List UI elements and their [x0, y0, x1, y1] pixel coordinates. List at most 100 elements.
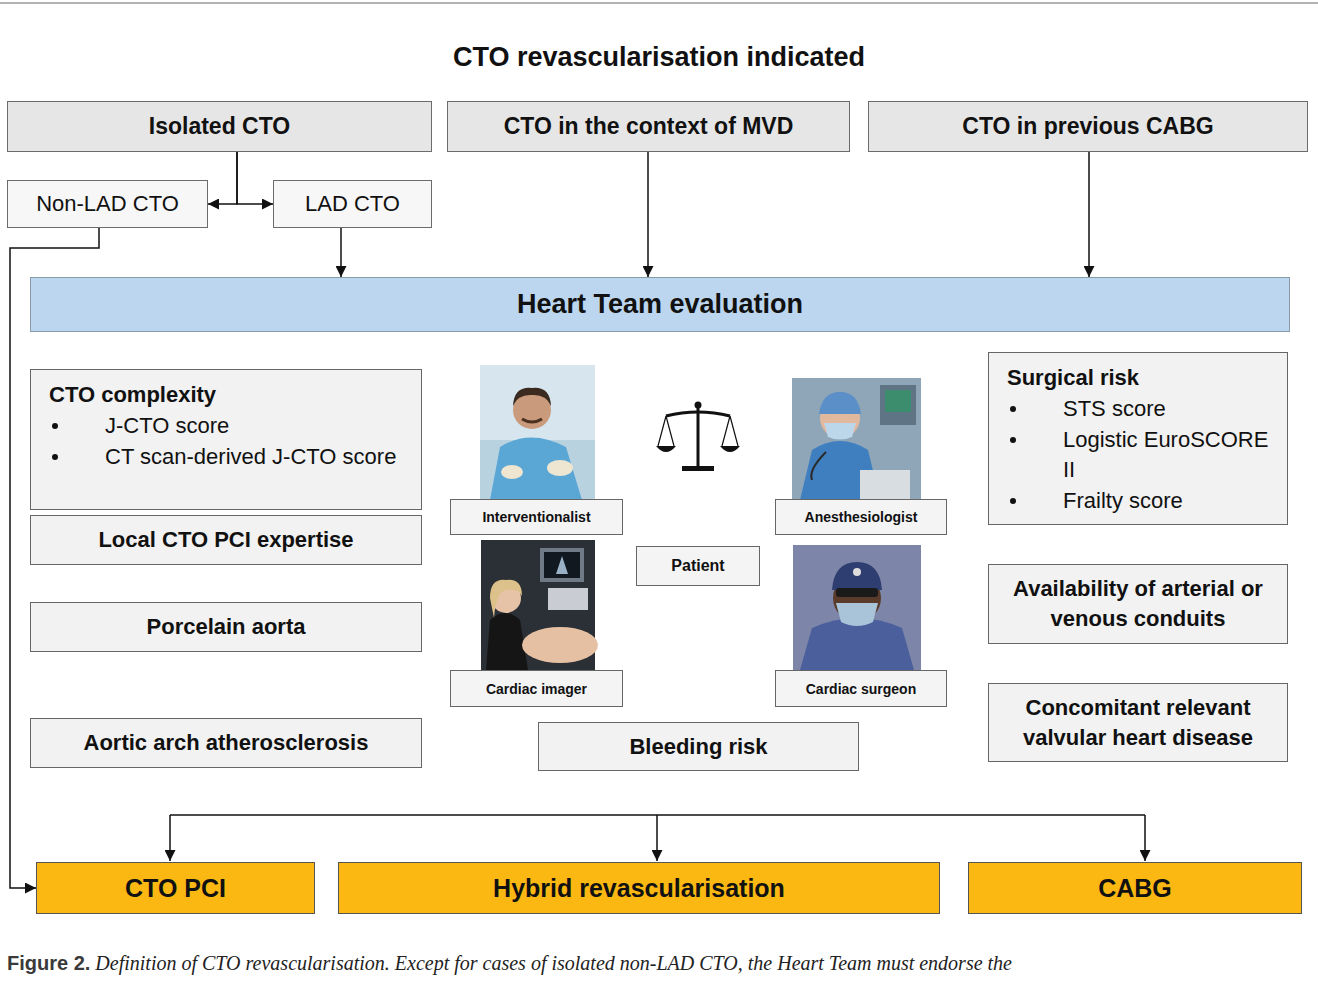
figure-title: CTO revascularisation indicated: [0, 42, 1318, 73]
flow-arrow: [10, 228, 99, 888]
subtype-box: Non-LAD CTO: [7, 180, 208, 228]
cardiac-imager-photo: [481, 540, 598, 670]
role-label: Anesthesiologist: [775, 499, 947, 535]
role-label: Patient: [636, 546, 760, 586]
scale-knob: [695, 402, 702, 409]
factor-box: Surgical riskSTS scoreLogistic EuroSCORE…: [988, 352, 1288, 525]
headlight: [853, 568, 861, 576]
scale-pan: [656, 446, 676, 452]
heart-team-band: Heart Team evaluation: [30, 277, 1290, 332]
role-label: Cardiac surgeon: [775, 670, 947, 707]
bullet-dot: [1010, 406, 1016, 412]
box-text: Porcelain aorta: [147, 612, 306, 642]
bullet-text: Logistic EuroSCORE II: [1063, 425, 1287, 487]
glove: [547, 460, 573, 476]
photo-background: [480, 365, 595, 500]
box-text: Hybrid revascularisation: [493, 874, 785, 903]
echo-image: [556, 556, 568, 574]
cap: [832, 562, 882, 590]
bullet-dot: [1010, 498, 1016, 504]
photo-background: [793, 545, 921, 670]
bullet-row: J-CTO score: [31, 411, 421, 442]
factor-box: Local CTO PCI expertise: [30, 515, 422, 565]
box-text: CTO in previous CABG: [962, 113, 1213, 140]
bracket-arrow: [656, 815, 658, 861]
scenario-box: CTO in previous CABG: [868, 101, 1308, 152]
photo-background: [792, 378, 921, 500]
scale-post: [697, 405, 700, 467]
bullet-dot: [52, 454, 58, 460]
bracket-arrow: [1144, 815, 1146, 861]
monitor: [880, 385, 916, 425]
echo-screen: [544, 552, 580, 578]
flow-arrow: [208, 152, 237, 204]
box-text: Bleeding risk: [629, 732, 767, 762]
subtype-box: LAD CTO: [273, 180, 432, 228]
patient: [522, 627, 598, 663]
factor-box: Availability of arterial or venous condu…: [988, 564, 1288, 644]
figure-caption: Figure 2. Definition of CTO revascularis…: [7, 950, 1315, 976]
box-text: CTO PCI: [125, 874, 226, 903]
caption-text: Definition of CTO revascularisation. Exc…: [90, 952, 1012, 974]
box-text: CTO in the context of MVD: [504, 113, 794, 140]
box-text: CABG: [1098, 874, 1172, 903]
scale-strings: [658, 416, 738, 446]
factor-box: Concomitant relevant valvular heart dise…: [988, 683, 1288, 762]
bullet-row: Logistic EuroSCORE II: [989, 425, 1287, 487]
flow-arrow: [647, 152, 649, 277]
box-text: Heart Team evaluation: [517, 289, 803, 320]
flow-arrow: [1088, 152, 1090, 277]
box-text: Concomitant relevant valvular heart dise…: [989, 693, 1287, 752]
monitor-screen: [885, 390, 911, 412]
box-text: Local CTO PCI expertise: [98, 525, 353, 555]
scenario-box: Isolated CTO: [7, 101, 432, 152]
box-heading: Surgical risk: [1007, 363, 1287, 394]
mask: [824, 423, 856, 440]
moustache: [522, 419, 542, 422]
factor-box: Aortic arch atherosclerosis: [30, 718, 422, 768]
loupes: [836, 588, 878, 597]
decision-bracket: [170, 815, 1145, 861]
scrubs: [490, 438, 582, 501]
scenario-box: CTO in the context of MVD: [447, 101, 850, 152]
flow-arrow: [340, 228, 342, 277]
bullet-text: J-CTO score: [105, 411, 421, 442]
bullet-dot: [52, 423, 58, 429]
box-text: Cardiac imager: [486, 681, 587, 697]
balance-scale-icon: [656, 402, 740, 472]
scale-base: [682, 466, 714, 471]
box-text: Aortic arch atherosclerosis: [84, 728, 369, 758]
box-text: Cardiac surgeon: [806, 681, 916, 697]
box-text: Availability of arterial or venous condu…: [989, 574, 1287, 633]
factor-box: Porcelain aorta: [30, 602, 422, 652]
role-label: Cardiac imager: [450, 670, 623, 707]
hair: [513, 388, 551, 406]
stethoscope: [811, 452, 826, 480]
outcome-box: CTO PCI: [36, 862, 315, 914]
bullet-row: STS score: [989, 394, 1287, 425]
scale-beam: [666, 412, 730, 416]
outcome-box: CABG: [968, 862, 1302, 914]
outcome-box: Hybrid revascularisation: [338, 862, 940, 914]
bullet-text: STS score: [1063, 394, 1287, 425]
box-text: Interventionalist: [482, 509, 590, 525]
echo-console: [548, 588, 588, 610]
interventionalist-photo: [480, 365, 595, 500]
patient-sheet: [860, 470, 910, 500]
flow-arrow: [237, 152, 273, 204]
scale-pan: [720, 446, 740, 452]
cardiac-surgeon-photo: [793, 545, 921, 670]
box-text: Patient: [671, 557, 724, 575]
top-rule: [0, 2, 1318, 4]
box-text: Non-LAD CTO: [36, 191, 179, 217]
factor-box: CTO complexityJ-CTO scoreCT scan-derived…: [30, 369, 422, 510]
box-text: Anesthesiologist: [805, 509, 918, 525]
caption-label: Figure 2.: [7, 952, 90, 974]
glove: [501, 465, 523, 479]
echo-monitor: [540, 548, 584, 582]
hair: [490, 580, 522, 618]
box-heading: CTO complexity: [49, 380, 421, 411]
